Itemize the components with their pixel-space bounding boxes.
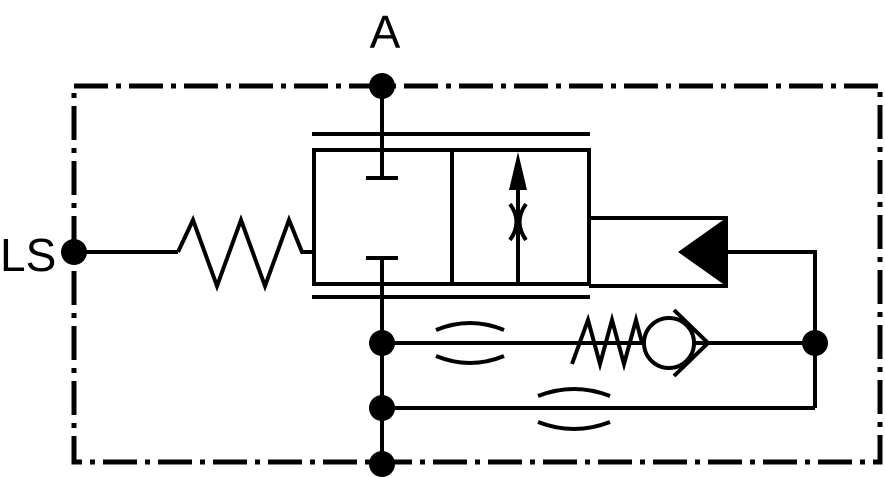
port-ls-label: LS bbox=[0, 229, 56, 281]
port-a-label: A bbox=[370, 6, 401, 58]
port-ls-junction bbox=[61, 239, 87, 265]
two-position-valve-icon bbox=[312, 148, 591, 286]
fixed-orifice-icon bbox=[508, 202, 519, 242]
junction-dot bbox=[369, 451, 395, 477]
flow-arrow-icon bbox=[509, 152, 527, 190]
junction-dot bbox=[802, 330, 828, 356]
junction-dot bbox=[369, 330, 395, 356]
pilot-triangle-icon bbox=[678, 218, 726, 286]
enclosure-boundary bbox=[71, 83, 883, 465]
fixed-orifice-icon-right bbox=[517, 202, 528, 242]
port-a-junction bbox=[369, 73, 395, 99]
spring-icon bbox=[176, 214, 314, 292]
spring-check-valve-icon bbox=[570, 308, 711, 378]
pilot-line bbox=[726, 250, 817, 343]
fixed-orifice-icon bbox=[537, 387, 611, 431]
junction-dot bbox=[369, 395, 395, 421]
fixed-orifice-icon bbox=[435, 321, 505, 365]
